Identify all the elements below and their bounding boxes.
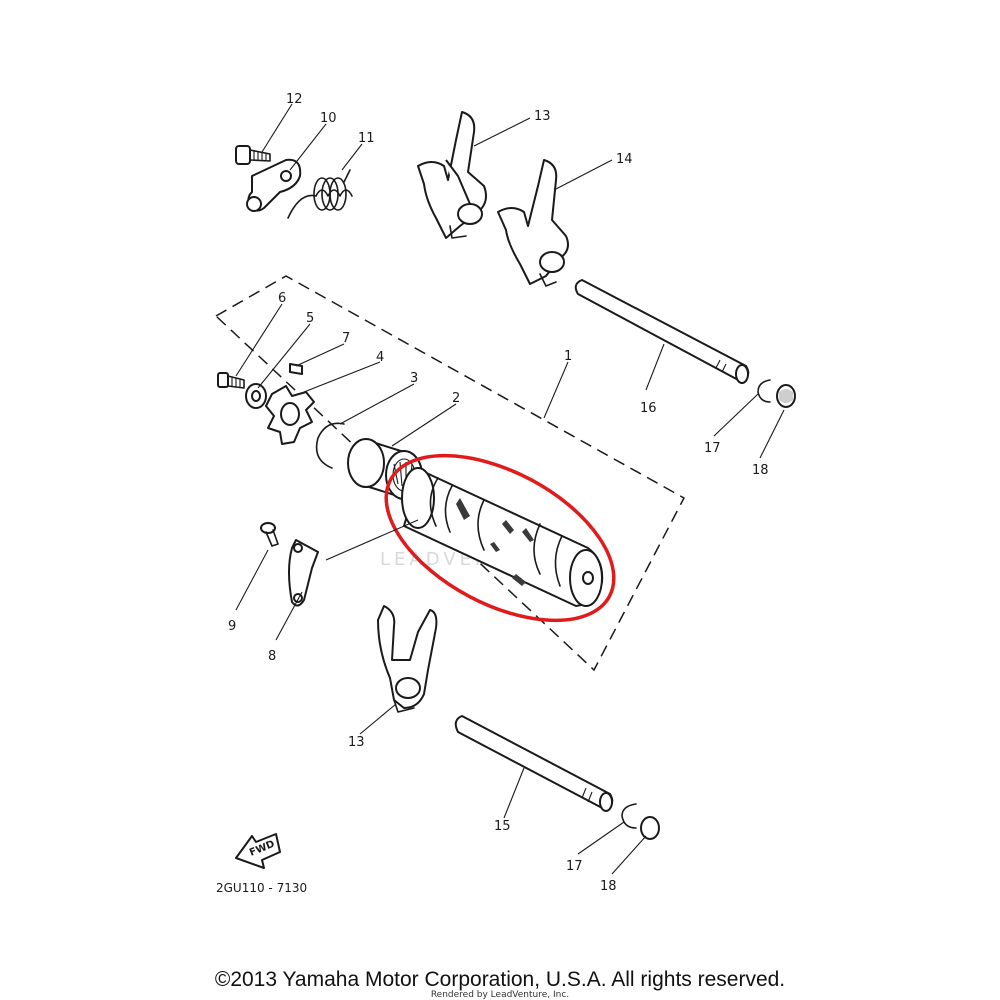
callout-1: 1 [564, 349, 572, 364]
callout-17-lower: 17 [566, 859, 583, 874]
assembly-boundary [214, 275, 686, 672]
callout-labels: 12 10 11 13 14 6 5 7 4 3 2 1 16 17 18 9 … [228, 92, 769, 894]
callout-12: 12 [286, 92, 303, 107]
callout-2: 2 [452, 391, 460, 406]
part-1-shift-cam [401, 467, 604, 607]
callout-3: 3 [410, 371, 418, 386]
part-13-shift-fork-upper [417, 111, 487, 239]
part-17-circlip-upper [757, 379, 771, 403]
callout-7: 7 [342, 331, 350, 346]
part-15-guide-bar [454, 715, 614, 812]
part-12-bolt [235, 145, 271, 165]
part-14-shift-fork [497, 159, 569, 287]
callout-15: 15 [494, 819, 511, 834]
part-2-bearing [347, 438, 423, 500]
callout-13-upper: 13 [534, 109, 551, 124]
callout-9: 9 [228, 619, 236, 634]
part-9-screw [260, 522, 279, 547]
part-8-plate [288, 539, 319, 607]
callout-16: 16 [640, 401, 657, 416]
callout-5: 5 [306, 311, 314, 326]
callout-18-upper: 18 [752, 463, 769, 478]
drawing-code: 2GU110 - 7130 [216, 881, 307, 895]
callout-8: 8 [268, 649, 276, 664]
highlight-circle [384, 453, 616, 623]
part-11-spring [287, 169, 353, 219]
callout-11: 11 [358, 131, 375, 146]
copyright-notice: ©2013 Yamaha Motor Corporation, U.S.A. A… [214, 968, 786, 991]
leader-lines [235, 103, 785, 875]
part-5-washer [245, 383, 267, 409]
fwd-arrow-icon: FWD [235, 833, 281, 869]
part-4-segment [265, 385, 315, 445]
part-10-stopper-lever [246, 158, 302, 212]
part-3-circlip [315, 422, 345, 469]
part-18-cap-lower [640, 816, 660, 840]
part-17-circlip-lower [621, 803, 637, 829]
callout-13-lower: 13 [348, 735, 365, 750]
callout-14: 14 [616, 152, 633, 167]
callout-10: 10 [320, 111, 337, 126]
callout-4: 4 [376, 350, 384, 365]
callout-17-upper: 17 [704, 441, 721, 456]
rendered-by-notice: Rendered by LeadVenture, Inc. [430, 990, 570, 1000]
callout-18-lower: 18 [600, 879, 617, 894]
callout-6: 6 [278, 291, 286, 306]
part-6-screw [217, 372, 245, 389]
part-13-shift-fork-lower [377, 605, 438, 713]
part-16-guide-bar [574, 279, 750, 384]
part-18-cap-upper [776, 384, 796, 408]
